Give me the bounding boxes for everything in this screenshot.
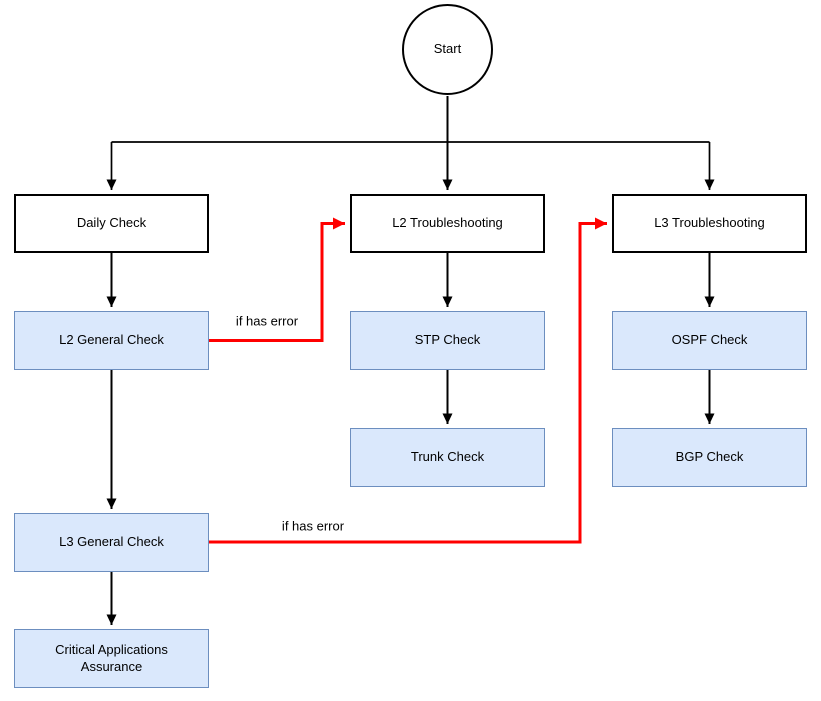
edge-error-l3-general-to-l3-troubleshooting [209,217,607,544]
node-label: Critical Applications Assurance [55,642,168,674]
node-l3-general-check: L3 General Check [14,513,209,572]
node-label: L2 General Check [59,332,164,348]
node-trunk-check: Trunk Check [350,428,545,487]
node-label: Daily Check [76,215,147,231]
node-label: L3 Troubleshooting [654,215,765,231]
edge-label-if-has-error-l3: if has error [278,518,348,534]
node-l2-troubleshooting: L2 Troubleshooting [350,194,545,253]
node-label: Start [433,41,462,57]
node-stp-check: STP Check [350,311,545,370]
node-label: L2 Troubleshooting [392,215,503,231]
node-label: Trunk Check [410,449,485,465]
node-critical-applications-assurance: Critical Applications Assurance [14,629,209,688]
node-label: L3 General Check [59,534,164,550]
node-label: STP Check [414,332,481,348]
node-label: OSPF Check [671,332,748,348]
node-ospf-check: OSPF Check [612,311,807,370]
node-daily-check: Daily Check [14,194,209,253]
node-l3-troubleshooting: L3 Troubleshooting [612,194,807,253]
node-l2-general-check: L2 General Check [14,311,209,370]
node-label: BGP Check [675,449,744,465]
edge-label-if-has-error-l2: if has error [232,313,302,329]
node-bgp-check: BGP Check [612,428,807,487]
node-start: Start [402,4,493,95]
